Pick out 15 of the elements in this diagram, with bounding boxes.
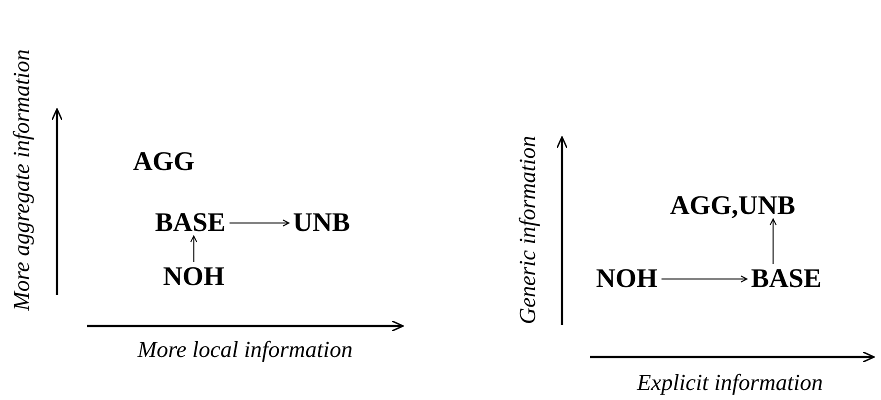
node-label: UNB	[293, 207, 350, 237]
axis-label: More local information	[138, 337, 353, 363]
arrow	[190, 236, 198, 262]
node-label: NOH	[596, 263, 658, 293]
node-label: BASE	[751, 263, 822, 293]
node-label: NOH	[163, 261, 225, 291]
axis-label: More aggregate information	[8, 49, 35, 311]
node-label: BASE	[155, 207, 226, 237]
axis-label: Generic information	[515, 136, 542, 324]
node-label: AGG	[133, 146, 195, 176]
arrow	[770, 218, 777, 264]
node-label: AGG,UNB	[670, 190, 796, 220]
arrow	[661, 276, 748, 282]
arrow	[229, 220, 290, 226]
axis-label: Explicit information	[637, 370, 823, 396]
